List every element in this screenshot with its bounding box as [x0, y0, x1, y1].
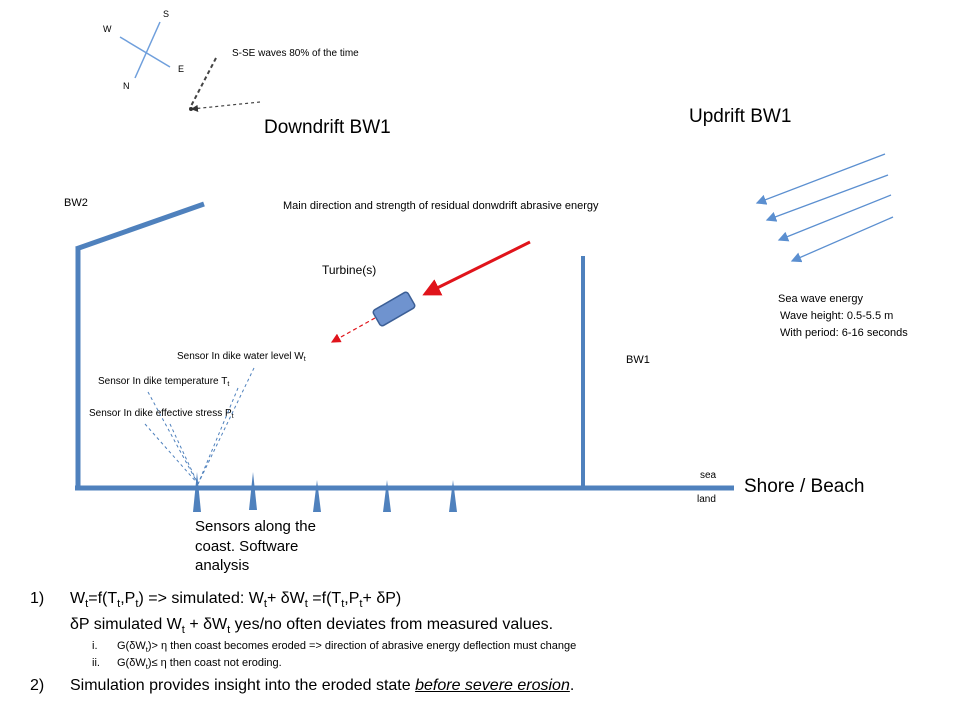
sensor-temperature-label: Sensor In dike temperature Tt [98, 376, 229, 388]
sea-wave-energy-info: Sea wave energy Wave height: 0.5-5.5 m W… [778, 293, 908, 339]
note-1: 1)Wt=f(Tt,Pt) => simulated: Wt+ δWt =f(T… [30, 590, 402, 611]
note-1-ii: ii.G(δWt)≤ η then coast not eroding. [92, 657, 282, 672]
sensor-water-level-label: Sensor In dike water level Wt [177, 351, 306, 363]
breakwater-bw2 [75, 201, 205, 488]
compass-axis-we [119, 36, 171, 68]
coast-sensor [383, 480, 391, 512]
coast-sensor [313, 480, 321, 512]
deflected-energy-arrow [330, 317, 376, 343]
compass-origin-dot [189, 107, 193, 111]
land-label: land [697, 494, 716, 505]
compass-n: N [123, 81, 130, 91]
compass-w: W [103, 24, 112, 34]
compass-e: E [178, 64, 184, 74]
note-2: 2)Simulation provides insight into the e… [30, 677, 575, 694]
compass-caption: S-SE waves 80% of the time [232, 48, 359, 59]
sea-label: sea [700, 470, 717, 481]
compass-axis-sn [134, 21, 161, 79]
shore-beach-label: Shore / Beach [744, 476, 864, 497]
bw2-label: BW2 [64, 197, 88, 209]
sensor-leader-lines [144, 367, 255, 485]
updrift-title: Updrift BW1 [689, 106, 791, 127]
wave-direction-arrow-se [189, 57, 217, 109]
coast-sensor [193, 472, 201, 512]
sensor-stress-label: Sensor In dike effective stress Pt [89, 408, 234, 420]
turbine-label: Turbine(s) [322, 263, 376, 277]
wave-direction-arrow-s [190, 101, 261, 112]
wave-arrows [755, 153, 894, 263]
bw1-label: BW1 [626, 354, 650, 366]
note-1-detail: δP simulated Wt + δWt yes/no often devia… [70, 616, 554, 637]
coast-sensor [449, 480, 457, 512]
main-direction-label: Main direction and strength of residual … [283, 200, 599, 212]
abrasive-energy-arrow [422, 240, 531, 296]
coast-sensors [193, 472, 457, 512]
downdrift-title: Downdrift BW1 [264, 117, 391, 138]
compass-s: S [163, 9, 169, 19]
turbine-icon [372, 291, 416, 327]
sensors-caption: Sensors along the coast. Software analys… [195, 518, 320, 574]
compass: W S N E S-SE waves 80% of the time [103, 9, 359, 112]
coast-sensor [249, 472, 257, 510]
note-1-i: i.G(δWt)> η then coast becomes eroded =>… [92, 640, 577, 655]
